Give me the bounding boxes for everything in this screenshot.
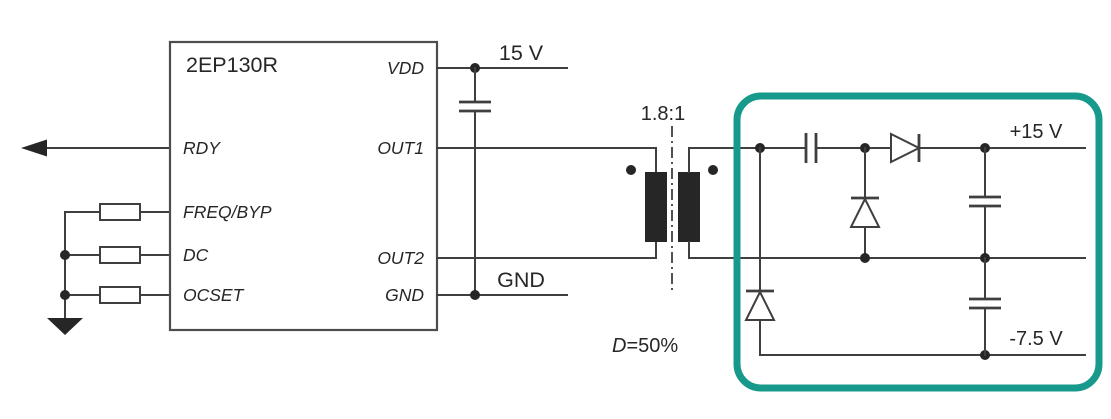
transformer: 1.8:1 — [626, 103, 718, 292]
diode-triangle — [890, 132, 922, 164]
junction-dot — [470, 290, 480, 300]
series-diode — [890, 132, 922, 164]
pin-label-out1: OUT1 — [377, 138, 424, 158]
output-highlight-box — [733, 92, 1103, 392]
diode-triangle — [849, 196, 881, 228]
gate-driver-ic: 2EP130R RDY FREQ/BYP DC OCSET VDD OUT1 O… — [168, 40, 439, 332]
ground-rail-label: GND — [497, 268, 545, 292]
ic-body — [168, 40, 439, 332]
pin-label-dc: DC — [183, 245, 209, 265]
secondary-winding — [678, 172, 700, 242]
polarity-dot — [626, 165, 636, 175]
positive-filter-capacitor — [969, 147, 1001, 259]
freq-byp-network — [64, 203, 171, 221]
pin-label-freq-byp: FREQ/BYP — [183, 202, 272, 222]
turns-ratio-label: 1.8:1 — [641, 103, 685, 125]
duty-value: =50% — [626, 335, 678, 357]
rdy-signal — [21, 139, 171, 157]
pin-label-rdy: RDY — [183, 138, 221, 158]
diode-triangle — [744, 289, 776, 321]
polarity-dot — [708, 165, 718, 175]
secondary-top-wire — [688, 147, 807, 173]
pin-label-gnd: GND — [385, 285, 424, 305]
ic-part-number: 2EP130R — [186, 53, 278, 77]
ocset-network — [64, 286, 171, 304]
supply-rail-label: 15 V — [499, 41, 544, 65]
pin-label-ocset: OCSET — [183, 285, 245, 305]
pin-label-vdd: VDD — [387, 58, 424, 78]
out2-wire — [436, 241, 657, 259]
gnd-rail: GND — [436, 268, 568, 300]
coupling-capacitor — [804, 133, 818, 163]
resistor-dc — [99, 246, 141, 264]
pin-label-out2: OUT2 — [377, 248, 424, 268]
ground-symbol — [47, 318, 83, 335]
duty-cycle-label: D=50% — [612, 335, 678, 357]
common-rail-wire — [688, 241, 1086, 259]
clamp-diode — [849, 147, 881, 259]
negative-output-label: -7.5 V — [1009, 328, 1063, 350]
decoupling-capacitor — [459, 67, 491, 296]
junction-dot — [60, 250, 70, 260]
duty-symbol: D — [612, 335, 626, 357]
primary-winding — [645, 172, 667, 242]
vdd-supply-rail: 15 V — [436, 41, 568, 73]
output-rectifier-stage: +15 V — [744, 121, 1086, 360]
junction-dot — [60, 290, 70, 300]
negative-filter-capacitor — [969, 257, 1001, 356]
left-arrow-icon — [21, 139, 47, 157]
dc-network — [64, 246, 171, 264]
out1-wire — [436, 147, 657, 173]
junction-dot — [860, 253, 870, 263]
resistor-ocset — [99, 286, 141, 304]
resistor-freq-byp — [99, 203, 141, 221]
negative-rail-diode — [744, 147, 776, 356]
positive-output-label: +15 V — [1010, 121, 1063, 143]
